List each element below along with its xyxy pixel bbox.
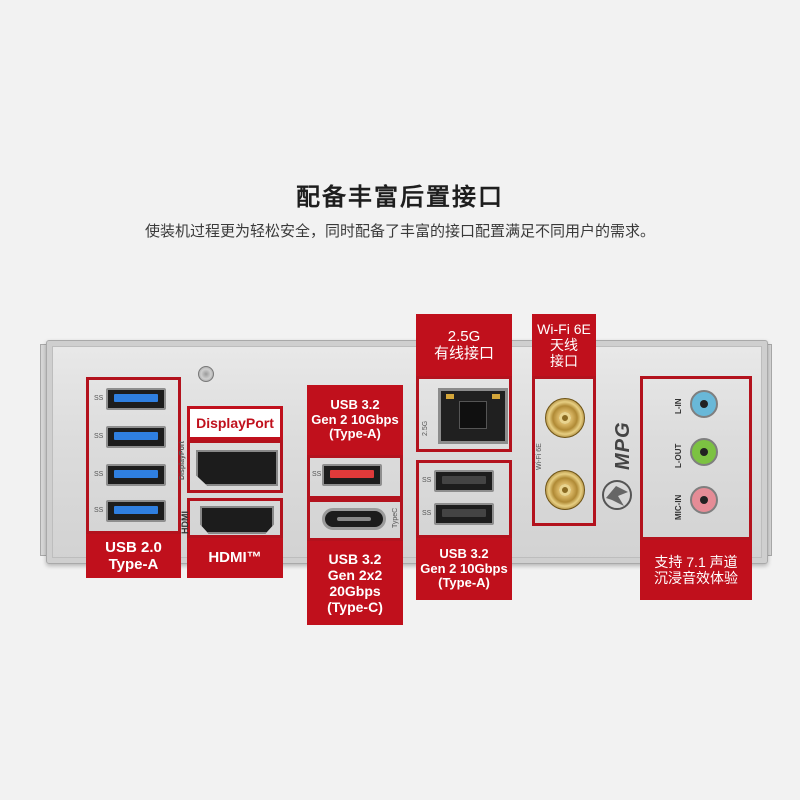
usb32-typea-center-label: USB 3.2 Gen 2 10Gbps (Type-A) (307, 385, 403, 455)
usb32-typec-line-4: (Type-C) (327, 599, 383, 616)
lan-label: 2.5G 有线接口 (416, 314, 512, 376)
usb20-port-4 (106, 500, 166, 522)
displayport-port (196, 450, 278, 486)
dragon-logo-icon (602, 480, 632, 510)
usb-ss-mark: SS (422, 510, 432, 517)
usb32-typec-line-3: 20Gbps (329, 583, 381, 599)
audio-outline (640, 376, 752, 540)
usb-ss-mark: SS (94, 433, 104, 440)
brand-logo: MPG (612, 421, 634, 470)
lan-led-left (446, 394, 454, 399)
usb32-typea-center-outline (307, 455, 403, 499)
audio-label: 支持 7.1 声道 沉浸音效体验 (640, 540, 752, 600)
displayport-outline (187, 440, 283, 493)
lan-outline (416, 376, 512, 452)
displayport-side-text: DisplayPort (179, 441, 186, 480)
usb32-center-line-1: USB 3.2 (330, 396, 380, 412)
wifi-outline (532, 376, 596, 526)
lan-led-right (492, 394, 500, 399)
usb32-right-line-1: USB 3.2 (439, 545, 489, 561)
wifi-side-text: Wi-Fi 6E (536, 443, 543, 470)
usb32-typec-label: USB 3.2 Gen 2x2 20Gbps (Type-C) (307, 541, 403, 625)
hdmi-label: HDMI™ (187, 538, 283, 578)
wifi-label-line-2: 天线 (550, 336, 578, 353)
line-out-jack (690, 438, 718, 466)
line-in-text: L-IN (674, 398, 683, 414)
audio-label-line-1: 支持 7.1 声道 (654, 553, 738, 570)
usb32-typec-outline (307, 499, 403, 541)
screw-icon (198, 366, 214, 382)
wifi-antenna-connector-1 (545, 398, 585, 438)
hdmi-side-text: HDMI (180, 511, 190, 534)
usb20-label-line-2: Type-A (108, 556, 159, 573)
usb-ss-mark: SS (94, 395, 104, 402)
usb20-label-line-1: USB 2.0 (105, 538, 162, 556)
wifi-label: Wi-Fi 6E 天线 接口 (532, 314, 596, 376)
usb32-right-line-2: Gen 2 10Gbps (420, 560, 508, 576)
usb20-port-2 (106, 426, 166, 448)
lan-side-text: 2.5G (422, 420, 429, 436)
page-title: 配备丰富后置接口 (296, 183, 504, 211)
usb20-label: USB 2.0 Type-A (86, 534, 181, 578)
wifi-label-line-3: 接口 (550, 353, 578, 370)
usb-ss-mark: SS (94, 471, 104, 478)
usb32-typea-right-label: USB 3.2 Gen 2 10Gbps (Type-A) (416, 538, 512, 600)
line-in-jack (690, 390, 718, 418)
usb20-port-1 (106, 388, 166, 410)
mic-in-text: MIC-IN (674, 494, 683, 520)
mic-in-jack (690, 486, 718, 514)
usb32-typea-black-port-2 (434, 503, 494, 525)
hdmi-port (200, 506, 274, 534)
usb32-typec-line-2: Gen 2x2 (327, 566, 383, 583)
lan-label-line-1: 2.5G (447, 327, 481, 345)
lan-label-line-2: 有线接口 (433, 345, 494, 362)
usb32-typec-line-1: USB 3.2 (328, 550, 382, 567)
usb32-typea-black-port-1 (434, 470, 494, 492)
wifi-antenna-connector-2 (545, 470, 585, 510)
usb32-typec-port (322, 508, 386, 530)
usb32-center-line-3: (Type-A) (329, 426, 381, 442)
hdmi-outline (187, 498, 283, 538)
displayport-label: DisplayPort (187, 406, 283, 440)
usb20-outline (86, 377, 181, 534)
audio-label-line-2: 沉浸音效体验 (654, 570, 738, 586)
line-out-text: L-OUT (674, 443, 683, 468)
usb-ss-mark: SS (312, 471, 322, 478)
usb-ss-mark: SS (422, 477, 432, 484)
lan-port (438, 388, 508, 444)
typec-side-text: TypeC (392, 507, 399, 528)
wifi-label-line-1: Wi-Fi 6E (537, 320, 591, 337)
usb32-center-line-2: Gen 2 10Gbps (311, 411, 399, 427)
usb32-typea-right-outline (416, 460, 512, 538)
usb20-port-3 (106, 464, 166, 486)
usb32-typea-red-port (322, 464, 382, 486)
usb-ss-mark: SS (94, 507, 104, 514)
page-subtitle: 使装机过程更为轻松安全，同时配备了丰富的接口配置满足不同用户的需求。 (144, 222, 655, 240)
usb32-right-line-3: (Type-A) (438, 575, 490, 591)
